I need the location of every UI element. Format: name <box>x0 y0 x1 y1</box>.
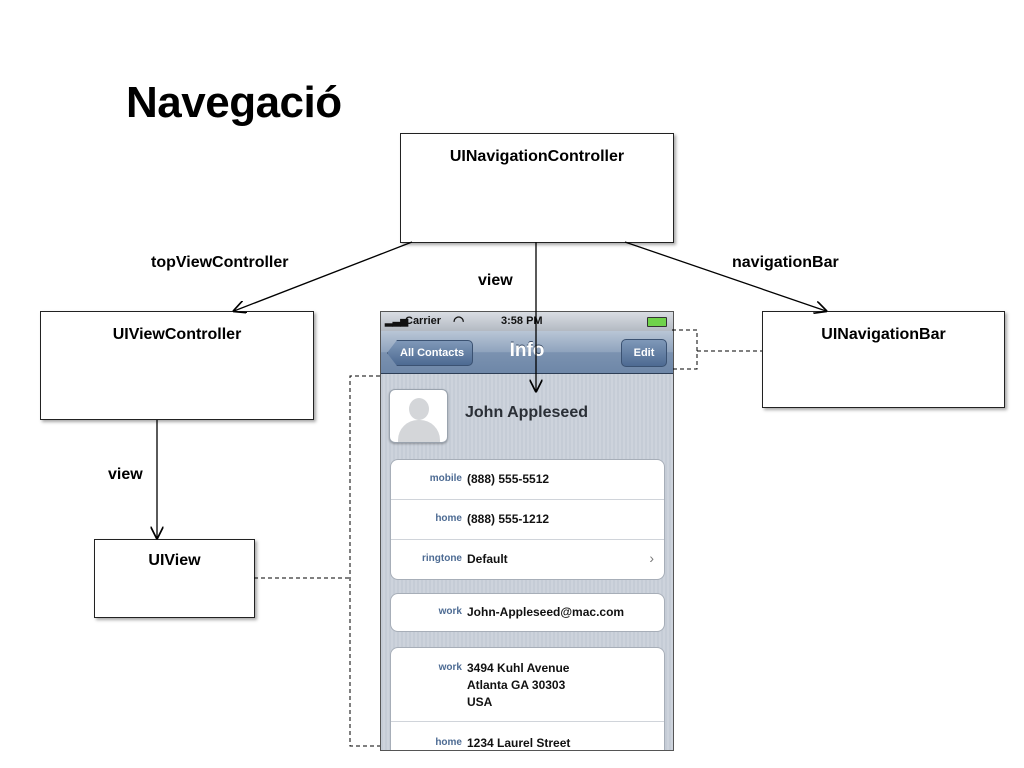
navigation-bar: All Contacts Info Edit <box>381 331 673 374</box>
address-line-3: USA <box>467 695 493 709</box>
battery-icon <box>647 317 667 327</box>
uinavigationcontroller-label: UINavigationController <box>449 148 625 165</box>
uinavigationcontroller-box: UINavigationController <box>400 133 674 243</box>
uiview-label: UIView <box>148 552 201 569</box>
row-value: (888) 555-1212 <box>467 512 550 526</box>
uiviewcontroller-label: UIViewController <box>112 326 242 343</box>
row-label: mobile <box>429 473 462 484</box>
list-item-work-email[interactable]: work John-Appleseed@mac.com <box>391 594 664 631</box>
row-label: home <box>435 513 462 524</box>
row-label: work <box>438 606 462 617</box>
wifi-icon: ◠ <box>453 313 465 328</box>
person-placeholder-body <box>398 420 440 442</box>
row-label: work <box>438 662 462 673</box>
slide-title: Navegació <box>126 78 342 127</box>
list-item-work-address[interactable]: work 3494 Kuhl Avenue Atlanta GA 30303 U… <box>391 648 664 721</box>
row-label: ringtone <box>422 553 462 564</box>
uinavigationbar-box: UINavigationBar <box>762 311 1005 408</box>
row-value: Default <box>467 552 508 566</box>
contact-name: John Appleseed <box>465 404 588 421</box>
status-time: 3:58 PM <box>501 315 543 327</box>
status-bar: ▂▃▅ Carrier ◠ 3:58 PM <box>381 312 673 331</box>
edge-label-view-left: view <box>108 466 143 483</box>
signal-icon: ▂▃▅ <box>385 316 409 327</box>
all-contacts-back-button[interactable]: All Contacts <box>387 340 474 366</box>
view-dashed-outline <box>349 375 380 747</box>
address-line-1: 3494 Kuhl Avenue <box>467 661 570 675</box>
iphone-contact-screenshot: ▂▃▅ Carrier ◠ 3:58 PM All Contacts Info … <box>380 311 674 751</box>
chevron-right-icon: › <box>649 550 654 566</box>
edge-navigationbar <box>624 241 826 311</box>
row-value: John-Appleseed@mac.com <box>467 605 625 619</box>
email-group: work John-Appleseed@mac.com <box>390 593 665 632</box>
address-group: work 3494 Kuhl Avenue Atlanta GA 30303 U… <box>390 647 665 750</box>
list-item-ringtone[interactable]: ringtone Default › <box>391 539 664 579</box>
edge-topviewcontroller <box>234 241 413 311</box>
phone-group: mobile (888) 555-5512 home (888) 555-121… <box>390 459 665 580</box>
address-line-2: Atlanta GA 30303 <box>467 678 566 692</box>
navbar-dashed-outline <box>672 329 698 370</box>
uiviewcontroller-box: UIViewController <box>40 311 314 420</box>
row-value: (888) 555-5512 <box>467 472 550 486</box>
list-item-mobile[interactable]: mobile (888) 555-5512 <box>391 460 664 499</box>
list-item-home-phone[interactable]: home (888) 555-1212 <box>391 499 664 539</box>
edit-button[interactable]: Edit <box>621 339 667 367</box>
row-value: 1234 Laurel Street <box>467 736 571 750</box>
edge-label-view-center: view <box>478 272 513 289</box>
edge-label-navigationbar: navigationBar <box>732 254 839 271</box>
row-label: home <box>435 737 462 748</box>
uinavigationbar-label: UINavigationBar <box>821 326 946 343</box>
list-item-home-address[interactable]: home 1234 Laurel Street <box>391 721 664 750</box>
edge-label-topviewcontroller: topViewController <box>151 254 289 271</box>
contact-photo[interactable] <box>389 389 448 443</box>
person-placeholder-icon <box>409 398 429 420</box>
carrier-label: Carrier <box>405 315 442 327</box>
